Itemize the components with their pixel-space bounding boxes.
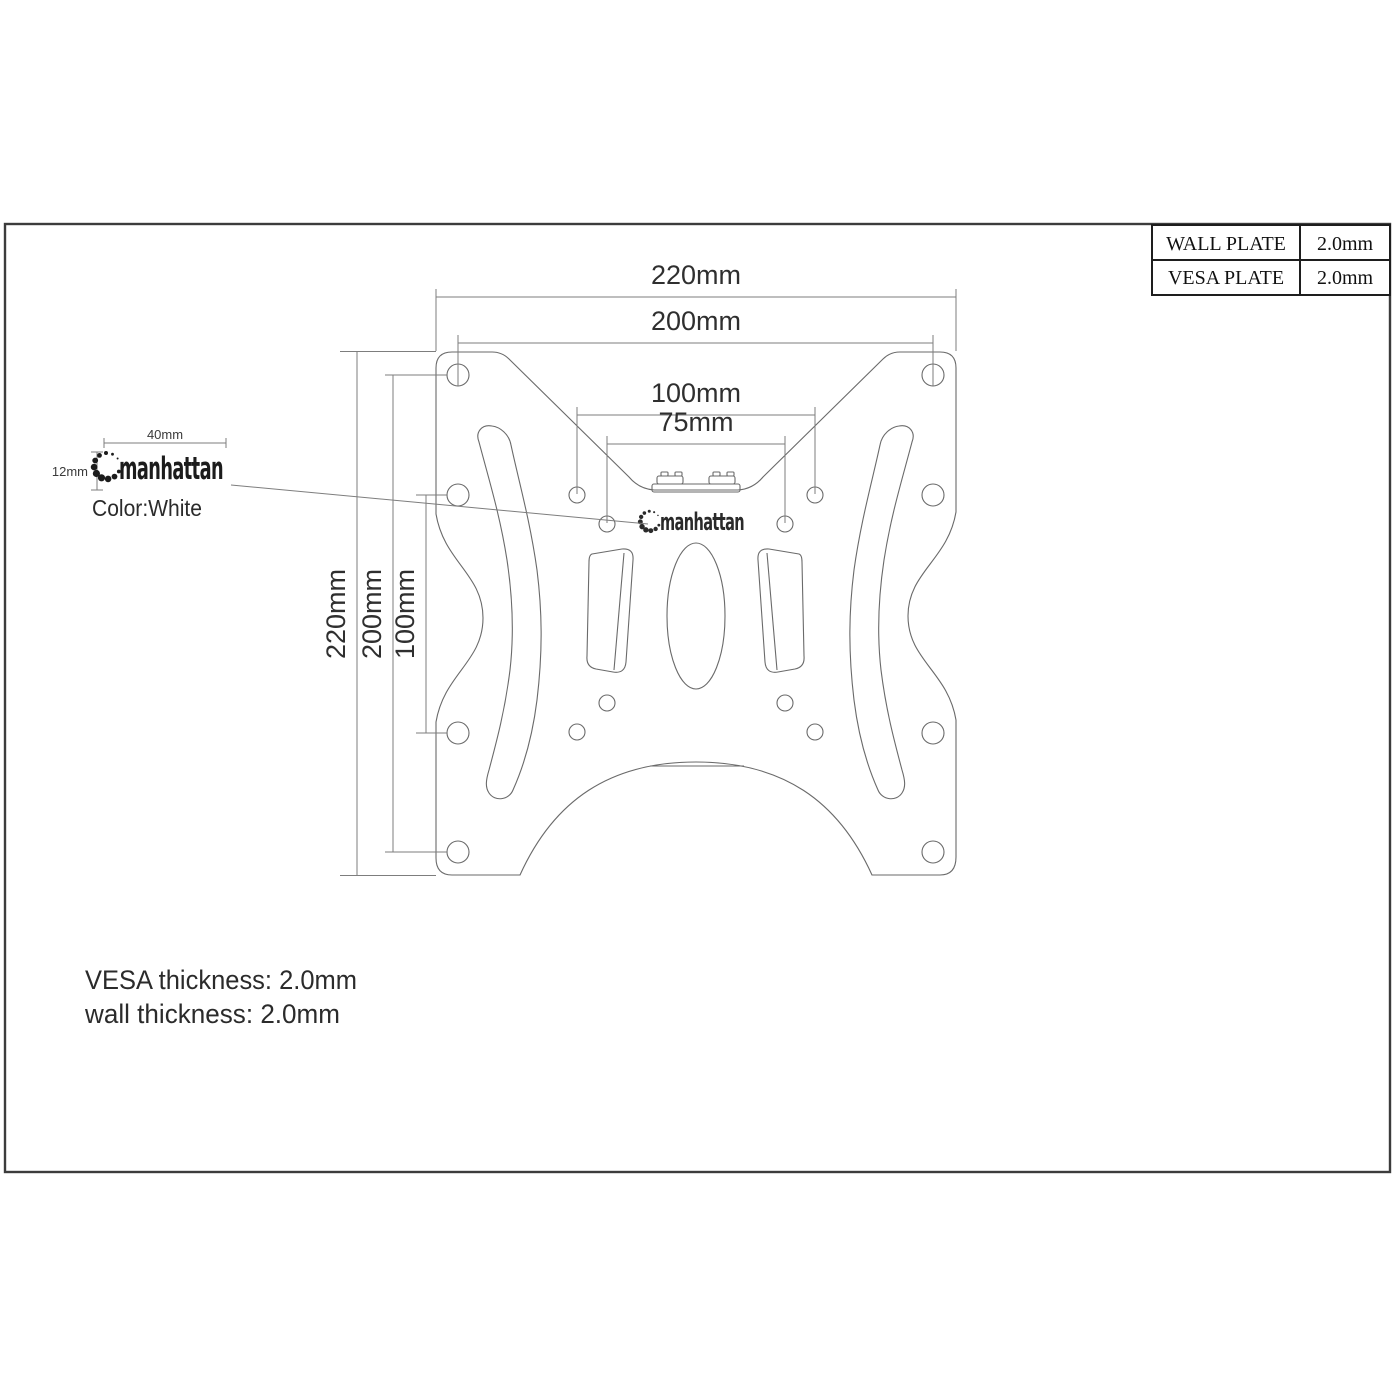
dim-top-220mm: 220mm (651, 260, 741, 290)
top-locking-bracket (651, 471, 741, 493)
vesa-thickness-note: VESA thickness: 2.0mm (85, 965, 357, 995)
manhattan-dotring-icon (90, 451, 121, 483)
left-tab-slot (586, 548, 634, 673)
logo-leader-line (230, 484, 649, 525)
spec-table-row2-value: 2.0mm (1317, 267, 1374, 289)
plate-brand-logo: manhattan (637, 508, 745, 536)
spec-table-row1-label: WALL PLATE (1166, 233, 1286, 255)
dim-left-100mm: 100mm (390, 569, 420, 659)
spec-table (1151, 224, 1391, 296)
wall-mount-holes (446, 363, 945, 864)
left-kidney-slot (477, 425, 542, 800)
dim-top-75mm: 75mm (658, 407, 733, 437)
plate-brand-text: manhattan (660, 508, 744, 536)
annotation-width-label: 40mm (147, 427, 183, 442)
spec-table-row1-value: 2.0mm (1317, 233, 1374, 255)
dim-top-100mm: 100mm (651, 378, 741, 408)
annotation-height-label: 12mm (52, 464, 88, 479)
color-note: Color:White (92, 495, 202, 521)
manhattan-dotring-icon (637, 509, 661, 534)
wall-thickness-note: wall thickness: 2.0mm (84, 999, 340, 1029)
dim-top-200mm: 200mm (651, 306, 741, 336)
right-tab-slot (757, 548, 805, 673)
vesa-75-holes (598, 515, 794, 712)
annotation-brand-logo: manhattan (90, 451, 224, 487)
spec-table-row2-label: VESA PLATE (1168, 267, 1284, 289)
left-dimension-lines (340, 351, 447, 876)
center-oval-cutout (666, 542, 726, 690)
right-kidney-slot (849, 425, 914, 800)
dim-left-200mm: 200mm (357, 569, 387, 659)
drawing-border (3, 222, 1392, 1174)
top-dimension-lines (435, 289, 957, 523)
dim-left-220mm: 220mm (321, 569, 351, 659)
annotation-brand-text: manhattan (119, 451, 223, 487)
